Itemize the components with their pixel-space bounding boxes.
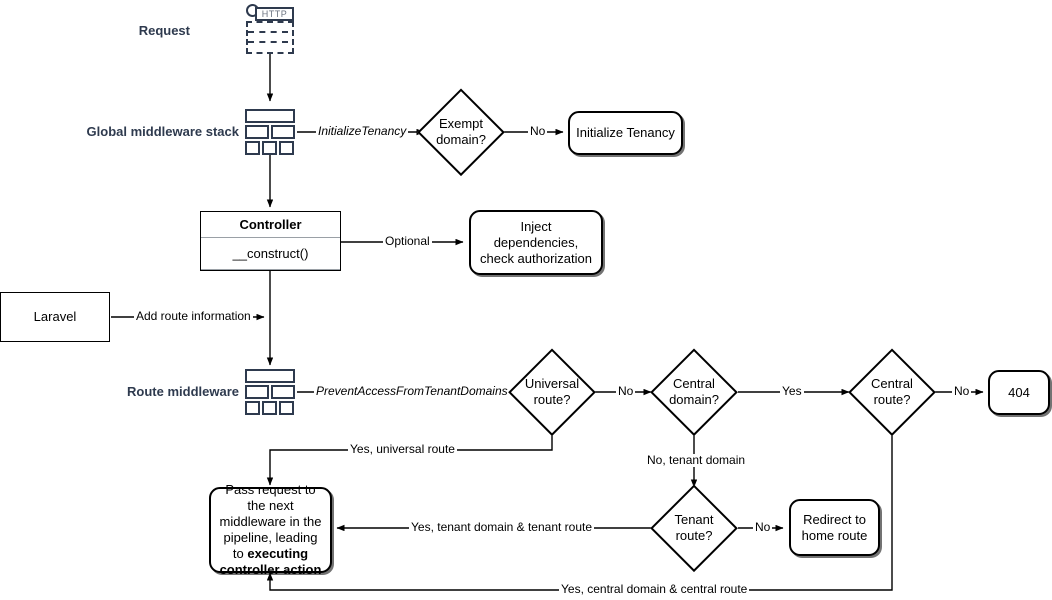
edge-label-initialize-tenancy: InitializeTenancy: [316, 124, 409, 138]
stack-row-1: [245, 369, 295, 383]
decision-tenant-route-text: Tenant route?: [674, 512, 714, 543]
node-404[interactable]: 404: [988, 370, 1050, 415]
decision-central-domain-text: Central domain?: [669, 376, 719, 407]
node-inject-dependencies[interactable]: Inject dependencies, check authorization: [469, 210, 603, 275]
edge-label-universal-no: No: [616, 384, 636, 398]
controller-method: __construct(): [201, 238, 340, 270]
node-pass-request[interactable]: Pass request to the next middleware in t…: [209, 482, 332, 577]
http-body-line-2: [248, 41, 288, 43]
decision-exempt-domain[interactable]: Exempt domain?: [417, 88, 505, 176]
http-body-icon: [246, 21, 294, 54]
stack-row-2a: [245, 125, 269, 139]
stack-row-3c: [279, 401, 294, 415]
edge-label-central-domain-yes: Yes: [780, 384, 804, 398]
node-laravel[interactable]: Laravel: [0, 292, 110, 342]
pass-request-bold-text: executing controller action: [219, 546, 322, 577]
stack-row-3a: [245, 141, 260, 155]
decision-universal-route-text: Universal route?: [524, 376, 580, 407]
http-body-line-1: [248, 31, 288, 33]
edge-label-yes-tenant-domain-tenant-route: Yes, tenant domain & tenant route: [409, 520, 595, 534]
decision-exempt-domain-text: Exempt domain?: [436, 116, 486, 147]
pass-request-plain-text: Pass request to the next middleware in t…: [219, 482, 322, 561]
edge-label-optional: Optional: [383, 234, 432, 248]
node-controller[interactable]: Controller __construct(): [200, 211, 341, 271]
node-redirect-home-route[interactable]: Redirect to home route: [789, 499, 880, 556]
stack-row-2b: [271, 125, 295, 139]
stack-row-2a: [245, 385, 269, 399]
edge-label-yes-universal-route: Yes, universal route: [348, 442, 457, 456]
stack-row-3b: [262, 401, 277, 415]
stack-row-3b: [262, 141, 277, 155]
stack-row-1: [245, 109, 295, 123]
edge-label-prevent-access: PreventAccessFromTenantDomains: [314, 384, 510, 398]
edge-label-no-tenant-domain: No, tenant domain: [645, 453, 748, 467]
decision-central-domain[interactable]: Central domain?: [650, 348, 738, 436]
global-middleware-stack-label: Global middleware stack: [86, 124, 239, 139]
stack-row-2b: [271, 385, 295, 399]
decision-central-route[interactable]: Central route?: [848, 348, 936, 436]
decision-tenant-route[interactable]: Tenant route?: [650, 484, 738, 572]
node-initialize-tenancy[interactable]: Initialize Tenancy: [568, 111, 683, 155]
stack-row-3c: [279, 141, 294, 155]
decision-central-route-text: Central route?: [871, 376, 913, 407]
request-label: Request: [138, 23, 190, 38]
edge-label-yes-central-domain-central-route: Yes, central domain & central route: [559, 582, 750, 596]
route-middleware-label: Route middleware: [127, 384, 239, 399]
http-badge: HTTP: [255, 7, 294, 21]
decision-universal-route[interactable]: Universal route?: [508, 348, 596, 436]
edge-label-tenant-no: No: [753, 520, 773, 534]
global-middleware-stack-icon: [245, 109, 295, 155]
route-middleware-stack-icon: [245, 369, 295, 415]
edge-label-add-route-information: Add route information: [134, 309, 253, 323]
stack-row-3a: [245, 401, 260, 415]
controller-title: Controller: [201, 212, 340, 238]
http-request-icon: HTTP: [246, 4, 296, 56]
edge-label-central-route-no: No: [952, 384, 972, 398]
edge-label-exempt-no: No: [528, 124, 548, 138]
